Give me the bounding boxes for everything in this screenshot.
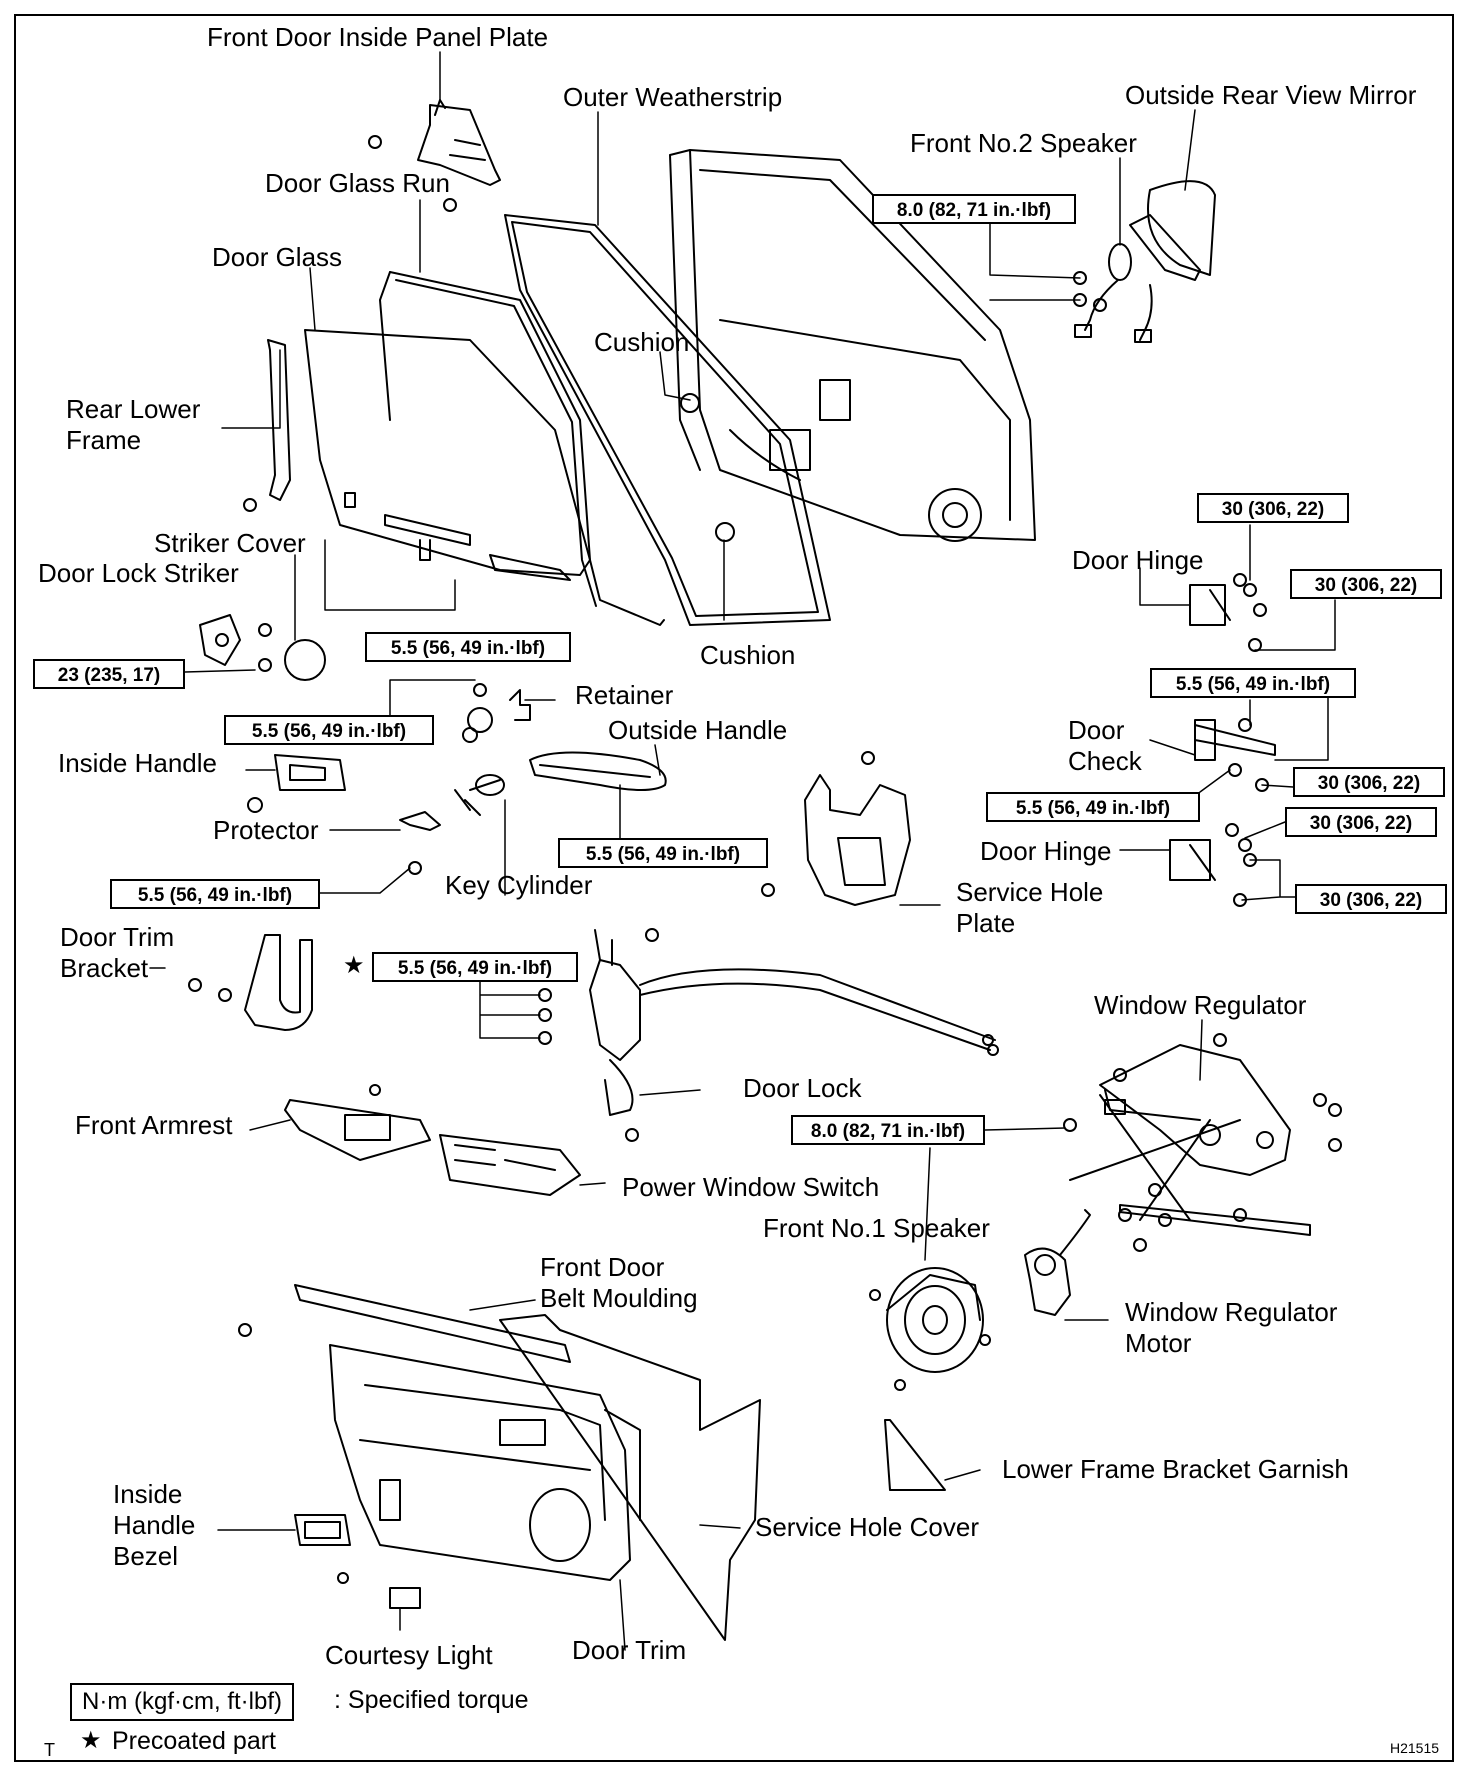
belt-moulding-part: [238, 1284, 571, 1363]
leader-lines: [149, 51, 1336, 1651]
torque-box-mirror: 8.0 (82, 71 in.·lbf): [872, 194, 1076, 224]
torque-box-hinge-upper-b: 30 (306, 22): [1290, 569, 1442, 599]
protector-part: [399, 811, 441, 831]
torque-box-check-door: 5.5 (56, 49 in.·lbf): [986, 792, 1200, 822]
service-hole-cover-part: [499, 1314, 761, 1641]
key-cylinder-part: [454, 774, 505, 816]
label-front-no2-speaker: Front No.2 Speaker: [910, 128, 1137, 158]
label-retainer: Retainer: [575, 680, 674, 710]
torque-box-hinge-lower-b: 30 (306, 22): [1295, 884, 1447, 914]
door-trim-part: [329, 1344, 641, 1581]
label-service-hole-cover: Service Hole Cover: [755, 1512, 979, 1542]
torque-box-retainer: 5.5 (56, 49 in.·lbf): [224, 715, 434, 745]
lower-frame-bracket-garnish-part: [884, 1419, 946, 1491]
rear-lower-frame-part: [243, 339, 291, 512]
label-courtesy-light: Courtesy Light: [325, 1640, 493, 1670]
door-lock-striker-part: [199, 614, 326, 681]
torque-box-striker: 23 (235, 17): [33, 659, 185, 689]
label-front-no1-speaker: Front No.1 Speaker: [763, 1213, 990, 1243]
torque-box-check-body: 30 (306, 22): [1293, 767, 1445, 797]
door-shell: [669, 149, 1036, 542]
label-power-window-switch: Power Window Switch: [622, 1172, 880, 1202]
label-striker-cover: Striker Cover: [154, 528, 306, 558]
cushion-upper-part: [680, 393, 700, 413]
label-front-door-belt-moulding: Front Door Belt Moulding: [540, 1252, 698, 1313]
label-rear-lower-frame: Rear Lower Frame: [66, 394, 201, 455]
diagram-frame: [14, 14, 1454, 1762]
label-inside-handle-bezel: Inside Handle Bezel: [113, 1479, 196, 1571]
outer-weatherstrip-part: [504, 214, 831, 626]
label-inside-handle: Inside Handle: [58, 748, 217, 778]
door-trim-bracket-part: [188, 934, 313, 1031]
label-door-glass: Door Glass: [212, 242, 343, 272]
front-no1-speaker-part: [869, 1267, 991, 1391]
front-armrest-part: [284, 1084, 431, 1161]
label-door-lock-striker: Door Lock Striker: [38, 558, 239, 588]
label-key-cylinder: Key Cylinder: [445, 870, 593, 900]
door-hinge-upper-part: [1189, 573, 1267, 652]
label-outside-handle: Outside Handle: [608, 715, 788, 745]
striker-cover-part: [284, 639, 326, 681]
label-door-hinge-lower: Door Hinge: [980, 836, 1112, 866]
legend-torque-text: : Specified torque: [334, 1686, 529, 1714]
label-service-hole-plate: Service Hole Plate: [956, 877, 1104, 938]
label-cushion-upper: Cushion: [594, 327, 690, 357]
legend-precoated-text: Precoated part: [112, 1727, 276, 1755]
label-door-trim: Door Trim: [572, 1635, 687, 1665]
label-door-glass-run: Door Glass Run: [265, 168, 450, 198]
label-door-check: Door Check: [1068, 715, 1142, 776]
power-window-switch-part: [439, 1134, 581, 1196]
label-window-regulator-motor: Window Regulator Motor: [1125, 1297, 1338, 1358]
legend-star-icon: ★: [80, 1727, 102, 1754]
torque-box-glass: 5.5 (56, 49 in.·lbf): [365, 632, 571, 662]
outside-handle-part: [462, 683, 667, 791]
torque-box-outside-handle: 5.5 (56, 49 in.·lbf): [558, 838, 768, 868]
courtesy-light-part: [389, 1587, 421, 1609]
door-hinge-lower-part: [1169, 823, 1257, 907]
window-regulator-part: [1063, 1033, 1342, 1252]
label-outside-rear-view-mirror: Outside Rear View Mirror: [1125, 80, 1417, 110]
door-check-part: [1194, 718, 1276, 792]
label-cushion-lower: Cushion: [700, 640, 796, 670]
torque-box-hinge-lower-a: 30 (306, 22): [1285, 807, 1437, 837]
mirror-part: [1073, 180, 1216, 343]
legend-torque-box: N·m (kgf·cm, ft·lbf): [70, 1683, 294, 1721]
precoated-star-icon: ★: [343, 952, 365, 979]
label-front-armrest: Front Armrest: [75, 1110, 233, 1140]
door-glass-part: [304, 329, 591, 581]
label-outer-weatherstrip: Outer Weatherstrip: [563, 82, 783, 112]
torque-box-regulator: 8.0 (82, 71 in.·lbf): [791, 1115, 985, 1145]
corner-mark-left: T: [44, 1740, 55, 1760]
inside-handle-bezel-part: [294, 1514, 351, 1584]
label-door-lock: Door Lock: [743, 1073, 862, 1103]
label-front-door-inside-panel-plate: Front Door Inside Panel Plate: [207, 22, 549, 52]
service-hole-plate-part: [761, 751, 911, 906]
label-door-hinge-upper: Door Hinge: [1072, 545, 1204, 575]
inside-handle-part: [247, 754, 422, 875]
label-window-regulator: Window Regulator: [1094, 990, 1307, 1020]
label-lower-frame-bracket-garnish: Lower Frame Bracket Garnish: [1002, 1454, 1349, 1484]
torque-box-protector: 5.5 (56, 49 in.·lbf): [110, 879, 320, 909]
torque-box-door-lock: 5.5 (56, 49 in.·lbf): [372, 952, 578, 982]
door-lock-part: [538, 928, 999, 1142]
cushion-lower-part: [715, 522, 735, 542]
window-regulator-motor-part: [1024, 1209, 1091, 1316]
label-door-trim-bracket: Door Trim Bracket: [60, 922, 175, 983]
torque-box-door-check: 5.5 (56, 49 in.·lbf): [1150, 668, 1356, 698]
label-protector: Protector: [213, 815, 319, 845]
figure-code: H21515: [1390, 1740, 1440, 1756]
torque-box-hinge-upper-a: 30 (306, 22): [1197, 493, 1349, 523]
